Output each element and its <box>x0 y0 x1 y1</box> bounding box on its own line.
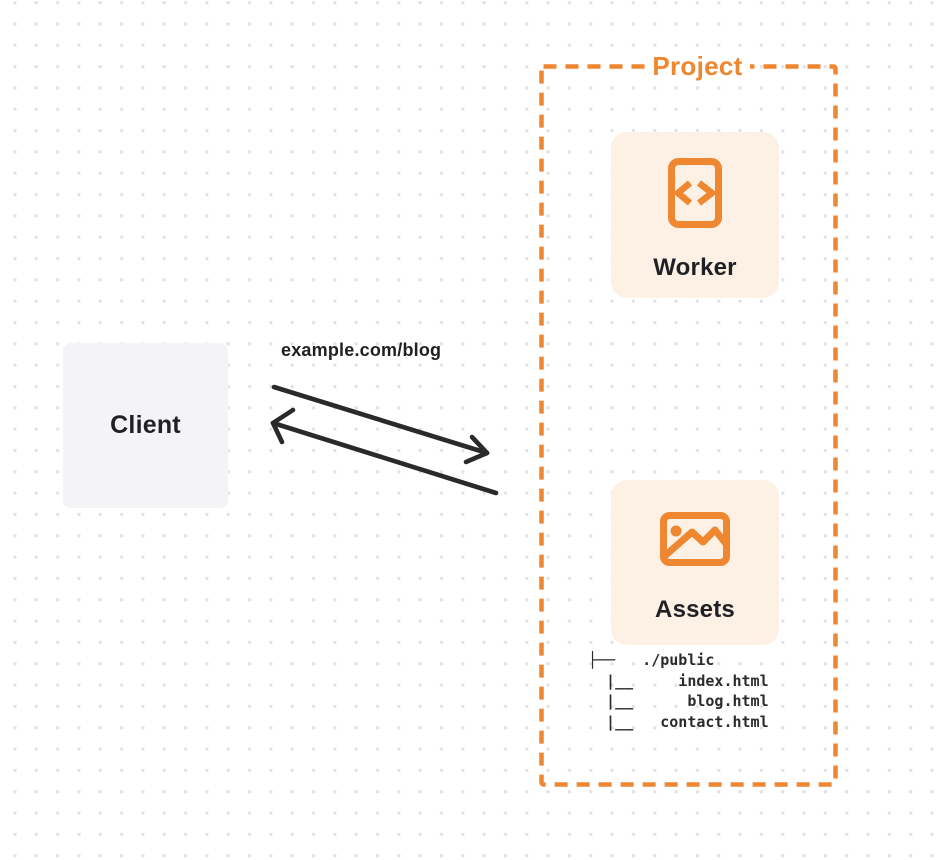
project-label: Project <box>645 51 750 82</box>
client-node: Client <box>63 343 228 508</box>
worker-label: Worker <box>653 254 737 281</box>
image-icon <box>660 512 730 566</box>
code-document-icon <box>668 158 722 228</box>
client-label: Client <box>110 411 181 439</box>
response-arrow <box>270 407 499 496</box>
request-url-label: example.com/blog <box>281 340 442 360</box>
assets-label: Assets <box>655 596 735 623</box>
project-container: Project Worker Assets <box>539 51 838 787</box>
assets-node: Assets <box>611 480 779 645</box>
request-arrow <box>271 384 490 465</box>
public-directory-file-tree: ├── ./public |__ index.html |__ blog.htm… <box>588 651 769 731</box>
worker-node: Worker <box>611 132 779 298</box>
